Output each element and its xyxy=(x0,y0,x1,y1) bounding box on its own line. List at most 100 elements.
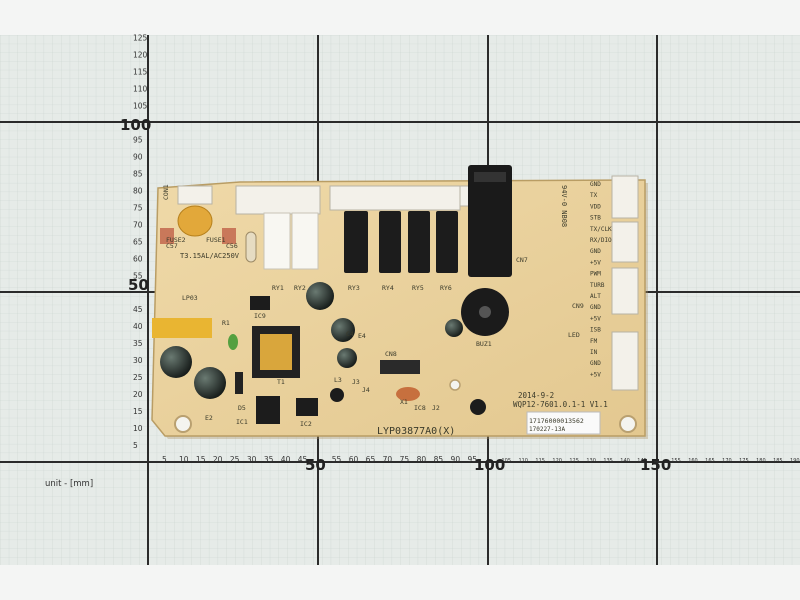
component-label: CN8 xyxy=(385,350,397,358)
left-minor-label: 95 xyxy=(133,135,143,144)
left-minor-label: 75 xyxy=(133,203,143,212)
component-label: RY1 xyxy=(272,284,284,292)
left-minor-label: 120 xyxy=(133,51,148,60)
bottom-minor-label: 20 xyxy=(213,455,223,464)
bottom-minor-label: 90 xyxy=(451,455,461,464)
pin-label: TX/CLK xyxy=(590,226,612,233)
component-label: BUZ1 xyxy=(476,340,492,348)
bottom-minor-label: 130 xyxy=(586,458,596,464)
bottom-minor-label: 145 xyxy=(637,458,647,464)
bottom-minor-label: 85 xyxy=(434,455,444,464)
cap-6 xyxy=(445,319,463,337)
bottom-minor-label: 25 xyxy=(230,455,240,464)
bottom-minor-label: 35 xyxy=(264,455,274,464)
pin-label: ISB xyxy=(590,327,601,334)
led xyxy=(228,334,238,350)
bottom-minor-label: 190 xyxy=(790,458,800,464)
bottom-margin xyxy=(0,565,800,600)
left-minor-label: 20 xyxy=(133,390,143,399)
pin-label: GND xyxy=(590,248,601,255)
crystal xyxy=(396,387,420,401)
bottom-minor-label: 15 xyxy=(196,455,206,464)
diode-d5 xyxy=(235,372,243,394)
relay-white-2 xyxy=(291,212,319,270)
board-part-label: WQP12-7601.0.1-1 V1.1 xyxy=(513,400,608,409)
x-capacitor xyxy=(177,205,213,237)
left-minor-label: 80 xyxy=(133,186,143,195)
board-model-code: LYP03877A0(X) xyxy=(377,426,455,437)
component-label: E4 xyxy=(358,332,366,340)
cap-3 xyxy=(337,348,357,368)
left-minor-label: 30 xyxy=(133,356,143,365)
bottom-minor-label: 155 xyxy=(671,458,681,464)
component-label: C57 xyxy=(166,242,178,250)
pin-label: +5V xyxy=(590,315,601,322)
pin-label: GND xyxy=(590,304,601,311)
board-date-label: 2014-9-2 xyxy=(518,391,554,400)
component-label: T1 xyxy=(277,378,285,386)
bottom-major-label-150: 150 xyxy=(640,456,671,474)
bottom-minor-label: 115 xyxy=(535,458,545,464)
relay-white-1 xyxy=(263,212,291,270)
fuse-rating: T3.15AL/AC250V xyxy=(180,252,240,260)
bottom-minor-label: 45 xyxy=(298,455,308,464)
bottom-minor-label: 30 xyxy=(247,455,257,464)
component-label: J4 xyxy=(362,386,370,394)
bottom-minor-label: 135 xyxy=(603,458,613,464)
side-pin-labels: GNDTXVDDSTBTX/CLKRX/DIOGND+5VPWMTURBALTG… xyxy=(590,181,612,378)
ic2 xyxy=(296,398,318,416)
left-minor-label: 40 xyxy=(133,322,143,331)
bottom-minor-label: 180 xyxy=(756,458,766,464)
pin-label: +5V xyxy=(590,371,601,378)
component-label: FUSE2 xyxy=(166,236,186,244)
component-label: IC1 xyxy=(236,418,248,426)
pin-label: VDD xyxy=(590,203,601,210)
component-label: RY5 xyxy=(412,284,424,292)
bottom-major-label-50: 50 xyxy=(305,456,326,474)
bottom-minor-label: 60 xyxy=(349,455,359,464)
bottom-minor-label: 175 xyxy=(739,458,749,464)
component-label: C56 xyxy=(226,242,238,250)
barcode-sticker xyxy=(526,411,601,435)
left-minor-label: 35 xyxy=(133,339,143,348)
component-label: LED xyxy=(568,331,580,339)
cap-5 xyxy=(194,367,226,399)
left-minor-label: 65 xyxy=(133,237,143,246)
component-label: RY4 xyxy=(382,284,394,292)
bottom-major-label-100: 100 xyxy=(474,456,505,474)
left-minor-label: 105 xyxy=(133,102,148,111)
component-label: X1 xyxy=(400,398,408,406)
component-label: CN9 xyxy=(572,302,584,310)
pin-label: GND xyxy=(590,181,601,188)
left-minor-label: 115 xyxy=(133,68,148,77)
ic9 xyxy=(250,296,270,310)
pin-label: TURB xyxy=(590,282,605,289)
black-relays xyxy=(344,211,458,273)
bottom-minor-label: 95 xyxy=(468,455,478,464)
bottom-minor-label: 125 xyxy=(569,458,579,464)
component-label: IC2 xyxy=(300,420,312,428)
ic1 xyxy=(256,396,280,424)
bottom-minor-label: 55 xyxy=(332,455,342,464)
power-resistor xyxy=(245,231,257,263)
cap-2 xyxy=(331,318,355,342)
left-minor-label: 45 xyxy=(133,305,143,314)
component-label: RY3 xyxy=(348,284,360,292)
left-minor-label: 90 xyxy=(133,152,143,161)
left-minor-label: 55 xyxy=(133,271,143,280)
header-cn8 xyxy=(380,360,420,374)
left-minor-label: 5 xyxy=(133,441,138,450)
pin-label: FM xyxy=(590,338,598,345)
bottom-minor-label: 105 xyxy=(501,458,511,464)
main-relay xyxy=(468,165,512,277)
left-major-label-50: 50 xyxy=(128,276,149,294)
bottom-minor-label: 80 xyxy=(417,455,427,464)
component-label: IC8 xyxy=(414,404,426,412)
component-label: R1 xyxy=(222,319,230,327)
bottom-minor-label: 185 xyxy=(773,458,783,464)
component-label: J2 xyxy=(432,404,440,412)
